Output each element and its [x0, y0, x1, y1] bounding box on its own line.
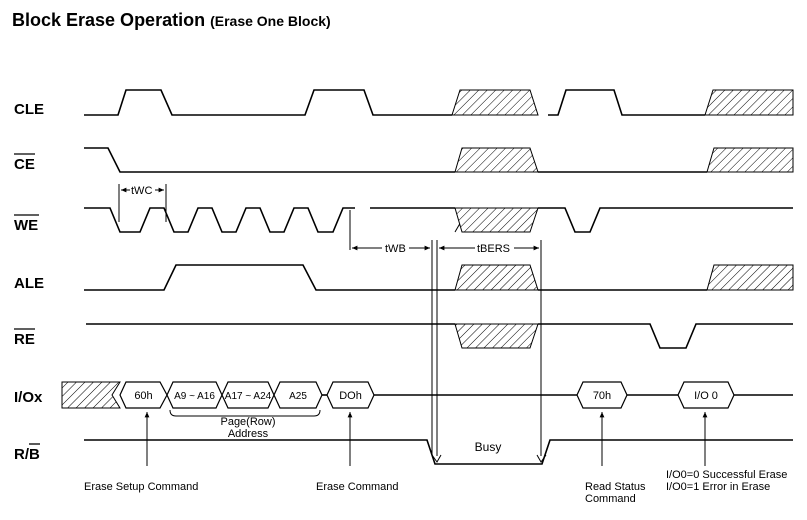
signal-io-label: I/Ox	[14, 389, 43, 406]
title-main: Block Erase Operation	[12, 10, 206, 30]
tbers-label: tBERS	[477, 243, 510, 255]
ale-dont-care-1	[454, 264, 539, 291]
io-cell-a1-label: A9 ~ A16	[174, 391, 215, 402]
io-dont-care	[61, 381, 121, 409]
signal-we-label: WE	[14, 217, 38, 234]
ale-waveform	[84, 264, 707, 291]
address-brace	[169, 409, 321, 417]
cle-dont-care-2	[704, 89, 794, 116]
busy-label: Busy	[475, 440, 502, 454]
io-cell-d0h-label: DOh	[339, 390, 362, 402]
title-subtitle: (Erase One Block)	[210, 13, 331, 29]
signal-cle-label: CLE	[14, 101, 44, 118]
read-status-label-line1: Read Status	[585, 481, 646, 493]
rb-waveform	[84, 439, 793, 465]
we-waveform	[84, 207, 793, 233]
signal-ce-label: CE	[14, 156, 35, 173]
reference-lines	[349, 210, 542, 456]
erase-command-label: Erase Command	[316, 481, 399, 493]
address-label-line2: Address	[228, 428, 269, 440]
ce-waveform	[84, 147, 707, 173]
we-dont-care	[454, 207, 539, 233]
rb-busy-marker-left	[431, 454, 442, 463]
annotation-arrows	[144, 412, 708, 466]
io-cell-io0-label: I/O 0	[694, 390, 718, 402]
address-label-line1: Page(Row)	[220, 416, 275, 428]
erase-setup-command-label: Erase Setup Command	[84, 481, 198, 493]
io-bus	[119, 381, 735, 409]
twc-label: tWC	[131, 185, 152, 197]
rb-busy-marker-right	[536, 454, 547, 463]
result-label-line2: I/O0=1 Error in Erase	[666, 481, 770, 493]
cle-dont-care-1	[451, 89, 539, 116]
signal-ale-label: ALE	[14, 275, 44, 292]
signal-rb-label: R/B	[14, 446, 40, 463]
re-waveform	[86, 323, 793, 349]
io-cell-60h-label: 60h	[134, 390, 152, 402]
twb-label: tWB	[385, 243, 406, 255]
io-cell-a2-label: A17 ~ A24	[225, 391, 272, 402]
io-cell-70h-label: 70h	[593, 390, 611, 402]
read-status-label-line2: Command	[585, 493, 636, 505]
result-label-line1: I/O0=0 Successful Erase	[666, 469, 787, 481]
signal-re-label: RE	[14, 331, 35, 348]
ce-dont-care-1	[454, 147, 539, 173]
twc-marker	[118, 184, 167, 222]
ale-dont-care-2	[706, 264, 794, 291]
ce-dont-care-2	[706, 147, 794, 173]
diagram-title: Block Erase Operation (Erase One Block)	[12, 10, 331, 31]
cle-waveform	[84, 89, 705, 116]
io-cell-a3-label: A25	[289, 391, 307, 402]
re-dont-care	[454, 323, 539, 349]
